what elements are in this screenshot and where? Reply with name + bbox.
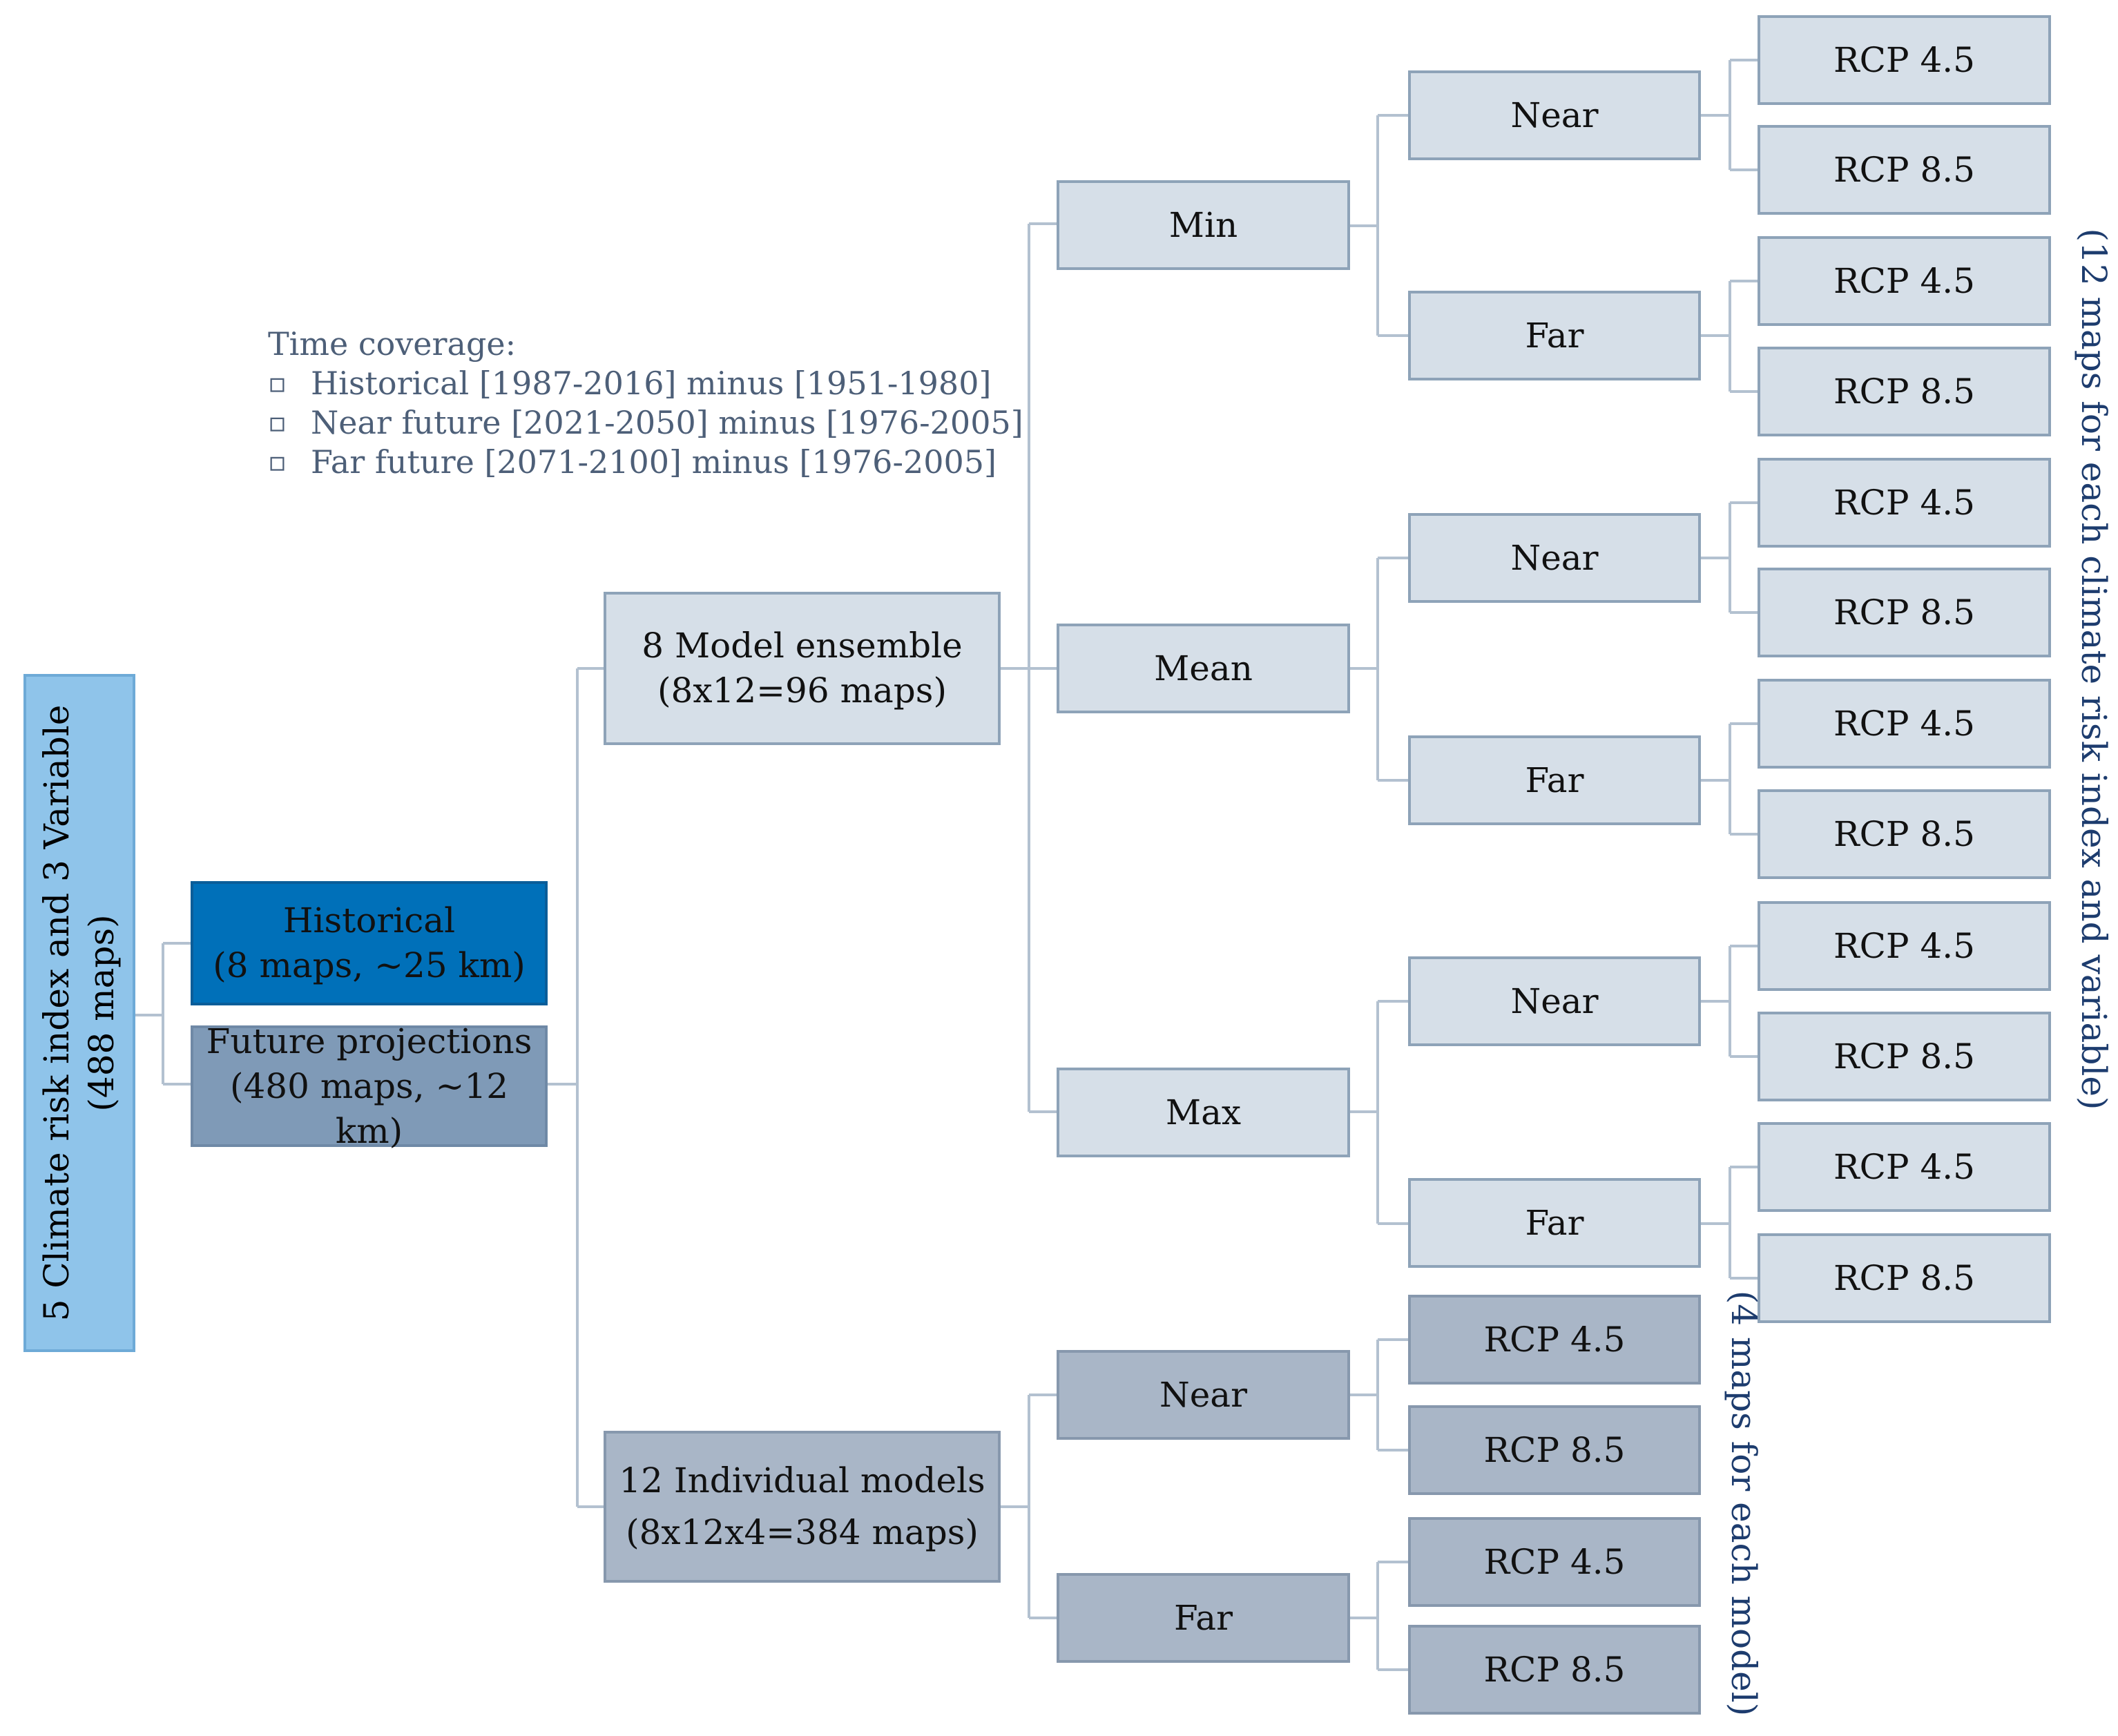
future-projections-node: Future projections (480 maps, ~12 km) [191, 1021, 548, 1151]
time-coverage-far-future: Far future [2071-2100] minus [1976-2005] [268, 443, 1023, 482]
mean-near-node: Near [1408, 513, 1701, 603]
individual-near-rcp45-node: RCP 4.5 [1408, 1295, 1701, 1385]
ensemble-maps-note: (12 maps for each climate risk index and… [2074, 228, 2114, 1110]
time-coverage-historical: Historical [1987-2016] minus [1951-1980] [268, 364, 1023, 403]
individual-near-rcp85-node: RCP 8.5 [1408, 1405, 1701, 1495]
min-far-node: Far [1408, 291, 1701, 380]
individual-far-rcp85-node: RCP 8.5 [1408, 1625, 1701, 1715]
root-label-line1: 5 Climate risk index and 3 Variable [37, 704, 77, 1322]
future-projections-title: Future projections [206, 1021, 532, 1061]
future-projections-detail: (480 maps, ~12 km) [229, 1065, 509, 1151]
max-far-rcp45-node: RCP 4.5 [1758, 1122, 2051, 1212]
individual-maps-note: (4 maps for each model) [1724, 1290, 1764, 1717]
mean-near-rcp45-node: RCP 4.5 [1758, 458, 2051, 548]
min-far-rcp45-node: RCP 4.5 [1758, 236, 2051, 326]
max-far-node: Far [1408, 1178, 1701, 1268]
min-near-rcp45-node: RCP 4.5 [1758, 15, 2051, 105]
time-coverage-list: Historical [1987-2016] minus [1951-1980]… [268, 364, 1023, 482]
mean-near-rcp85-node: RCP 8.5 [1758, 568, 2051, 657]
model-ensemble-title: 8 Model ensemble [642, 626, 963, 666]
time-coverage-title: Time coverage: [268, 325, 517, 363]
individual-models-title: 12 Individual models [619, 1460, 985, 1501]
individual-models-node: 12 Individual models (8x12x4=384 maps) [604, 1431, 1001, 1583]
historical-detail: (8 maps, ~25 km) [213, 945, 526, 985]
model-ensemble-detail: (8x12=96 maps) [657, 671, 947, 711]
stat-min-node: Min [1057, 180, 1350, 270]
max-near-rcp85-node: RCP 8.5 [1758, 1012, 2051, 1101]
mean-far-rcp85-node: RCP 8.5 [1758, 789, 2051, 879]
max-near-rcp45-node: RCP 4.5 [1758, 901, 2051, 991]
individual-near-node: Near [1057, 1350, 1350, 1440]
mean-far-rcp45-node: RCP 4.5 [1758, 679, 2051, 769]
individual-far-rcp45-node: RCP 4.5 [1408, 1517, 1701, 1607]
historical-title: Historical [282, 900, 456, 941]
min-far-rcp85-node: RCP 8.5 [1758, 347, 2051, 436]
historical-node: Historical (8 maps, ~25 km) [191, 881, 548, 1005]
time-coverage-near-future: Near future [2021-2050] minus [1976-2005… [268, 403, 1023, 443]
individual-models-detail: (8x12x4=384 maps) [626, 1512, 979, 1552]
max-near-node: Near [1408, 956, 1701, 1046]
min-near-rcp85-node: RCP 8.5 [1758, 125, 2051, 215]
model-ensemble-node: 8 Model ensemble (8x12=96 maps) [604, 592, 1001, 745]
stat-max-node: Max [1057, 1068, 1350, 1157]
time-coverage-note: Time coverage: Historical [1987-2016] mi… [268, 325, 1023, 482]
root-label-line2: (488 maps) [81, 914, 122, 1112]
root-node [23, 674, 135, 1352]
root-label: 5 Climate risk index and 3 Variable (488… [35, 702, 124, 1324]
min-near-node: Near [1408, 70, 1701, 160]
individual-far-node: Far [1057, 1573, 1350, 1663]
stat-mean-node: Mean [1057, 624, 1350, 713]
mean-far-node: Far [1408, 735, 1701, 825]
max-far-rcp85-node: RCP 8.5 [1758, 1233, 2051, 1323]
